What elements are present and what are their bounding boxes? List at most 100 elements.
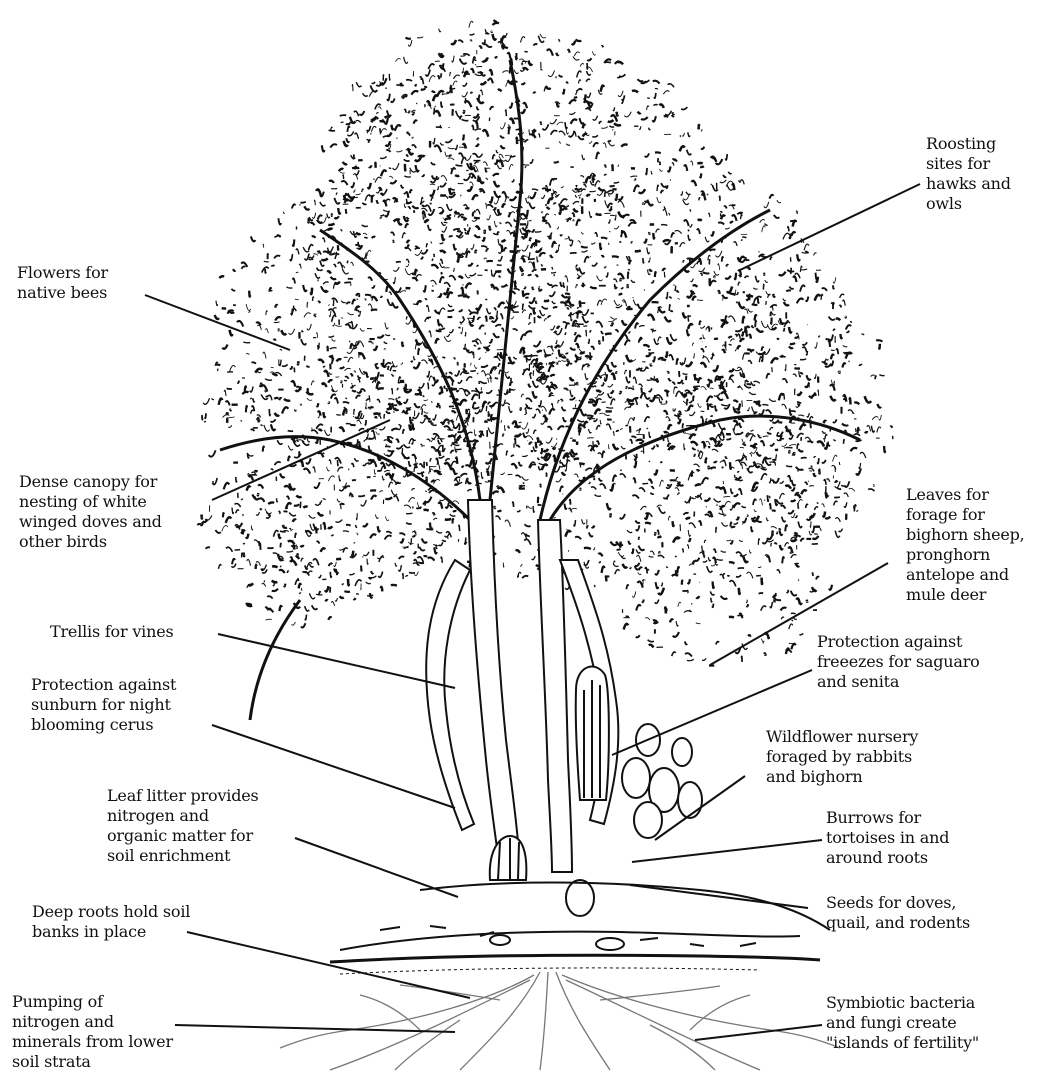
canopy-stroke: [483, 130, 489, 137]
canopy-stroke: [542, 212, 543, 213]
canopy-stroke: [639, 537, 640, 539]
canopy-stroke: [358, 375, 361, 378]
canopy-stroke: [397, 150, 403, 151]
canopy-stroke: [386, 532, 391, 534]
canopy-stroke: [410, 168, 416, 172]
label-leaves-forage: Leaves for forage for bighorn sheep, pro…: [906, 485, 1025, 605]
canopy-stroke: [402, 233, 405, 238]
canopy-stroke: [661, 183, 666, 187]
canopy-stroke: [362, 225, 368, 226]
canopy-stroke: [334, 265, 336, 268]
canopy-stroke: [356, 233, 361, 235]
tree-trunks: [250, 500, 618, 872]
canopy-stroke: [489, 226, 490, 230]
canopy-stroke: [456, 232, 462, 237]
canopy-stroke: [343, 402, 349, 403]
canopy-stroke: [681, 191, 683, 195]
canopy-stroke: [556, 438, 557, 439]
canopy-stroke: [482, 371, 486, 377]
canopy-stroke: [737, 346, 740, 349]
canopy-stroke: [574, 459, 579, 460]
canopy-stroke: [385, 335, 390, 336]
canopy-stroke: [570, 377, 574, 380]
canopy-stroke: [579, 464, 584, 465]
canopy-stroke: [502, 316, 503, 319]
canopy-stroke: [462, 467, 464, 468]
canopy-stroke: [697, 470, 700, 471]
canopy-stroke: [576, 265, 578, 268]
canopy-stroke: [565, 122, 567, 128]
canopy-stroke: [356, 194, 361, 195]
canopy-stroke: [589, 532, 593, 536]
canopy-stroke: [761, 441, 765, 446]
canopy-stroke: [514, 357, 517, 359]
canopy-stroke: [442, 540, 446, 541]
canopy-stroke: [476, 209, 480, 214]
canopy-stroke: [722, 350, 725, 353]
canopy-stroke: [312, 236, 316, 238]
canopy-stroke: [441, 176, 447, 181]
canopy-stroke: [398, 397, 400, 398]
canopy-stroke: [685, 642, 687, 645]
canopy-stroke: [427, 305, 430, 312]
canopy-stroke: [631, 280, 635, 283]
canopy-stroke: [743, 518, 747, 523]
canopy-stroke: [447, 334, 450, 337]
canopy-stroke: [463, 135, 464, 140]
canopy-stroke: [223, 415, 230, 418]
canopy-stroke: [559, 350, 561, 357]
canopy-stroke: [639, 126, 640, 129]
canopy-stroke: [855, 434, 860, 436]
canopy-stroke: [868, 489, 874, 491]
canopy-stroke: [649, 556, 654, 557]
canopy-stroke: [663, 495, 669, 499]
canopy-stroke: [461, 216, 465, 218]
canopy-stroke: [444, 218, 450, 220]
canopy-stroke: [667, 566, 668, 567]
canopy-stroke: [476, 226, 480, 229]
canopy-stroke: [488, 402, 491, 404]
canopy-stroke: [682, 358, 685, 364]
canopy-stroke: [718, 291, 719, 294]
canopy-stroke: [780, 318, 784, 324]
canopy-stroke: [591, 176, 592, 178]
canopy-stroke: [759, 409, 764, 414]
canopy-stroke: [505, 403, 510, 405]
canopy-stroke: [780, 493, 785, 498]
canopy-stroke: [830, 396, 835, 401]
canopy-stroke: [497, 265, 502, 266]
canopy-stroke: [335, 598, 337, 601]
canopy-stroke: [782, 557, 784, 563]
canopy-stroke: [389, 168, 391, 169]
canopy-stroke: [741, 180, 745, 185]
canopy-stroke: [677, 290, 679, 291]
canopy-stroke: [215, 315, 219, 319]
canopy-stroke: [550, 119, 557, 124]
canopy-stroke: [277, 498, 278, 502]
canopy-stroke: [235, 504, 241, 507]
canopy-stroke: [441, 102, 442, 108]
canopy-stroke: [618, 552, 624, 556]
canopy-stroke: [803, 241, 804, 242]
canopy-stroke: [699, 321, 700, 325]
canopy-stroke: [747, 572, 753, 578]
canopy-stroke: [652, 446, 655, 449]
canopy-stroke: [628, 331, 630, 333]
canopy-stroke: [457, 253, 463, 255]
canopy-stroke: [753, 288, 757, 289]
canopy-stroke: [593, 143, 598, 147]
canopy-stroke: [293, 519, 296, 522]
canopy-stroke: [860, 452, 866, 457]
canopy-stroke: [277, 440, 282, 444]
canopy-stroke: [486, 261, 493, 262]
canopy-stroke: [430, 190, 434, 196]
canopy-stroke: [328, 476, 334, 481]
canopy-stroke: [782, 517, 786, 522]
canopy-stroke: [524, 52, 527, 53]
canopy-stroke: [339, 427, 344, 432]
canopy-stroke: [661, 359, 666, 360]
canopy-stroke: [798, 449, 803, 451]
canopy-stroke: [333, 308, 337, 309]
canopy-stroke: [317, 268, 320, 271]
canopy-stroke: [700, 326, 705, 328]
